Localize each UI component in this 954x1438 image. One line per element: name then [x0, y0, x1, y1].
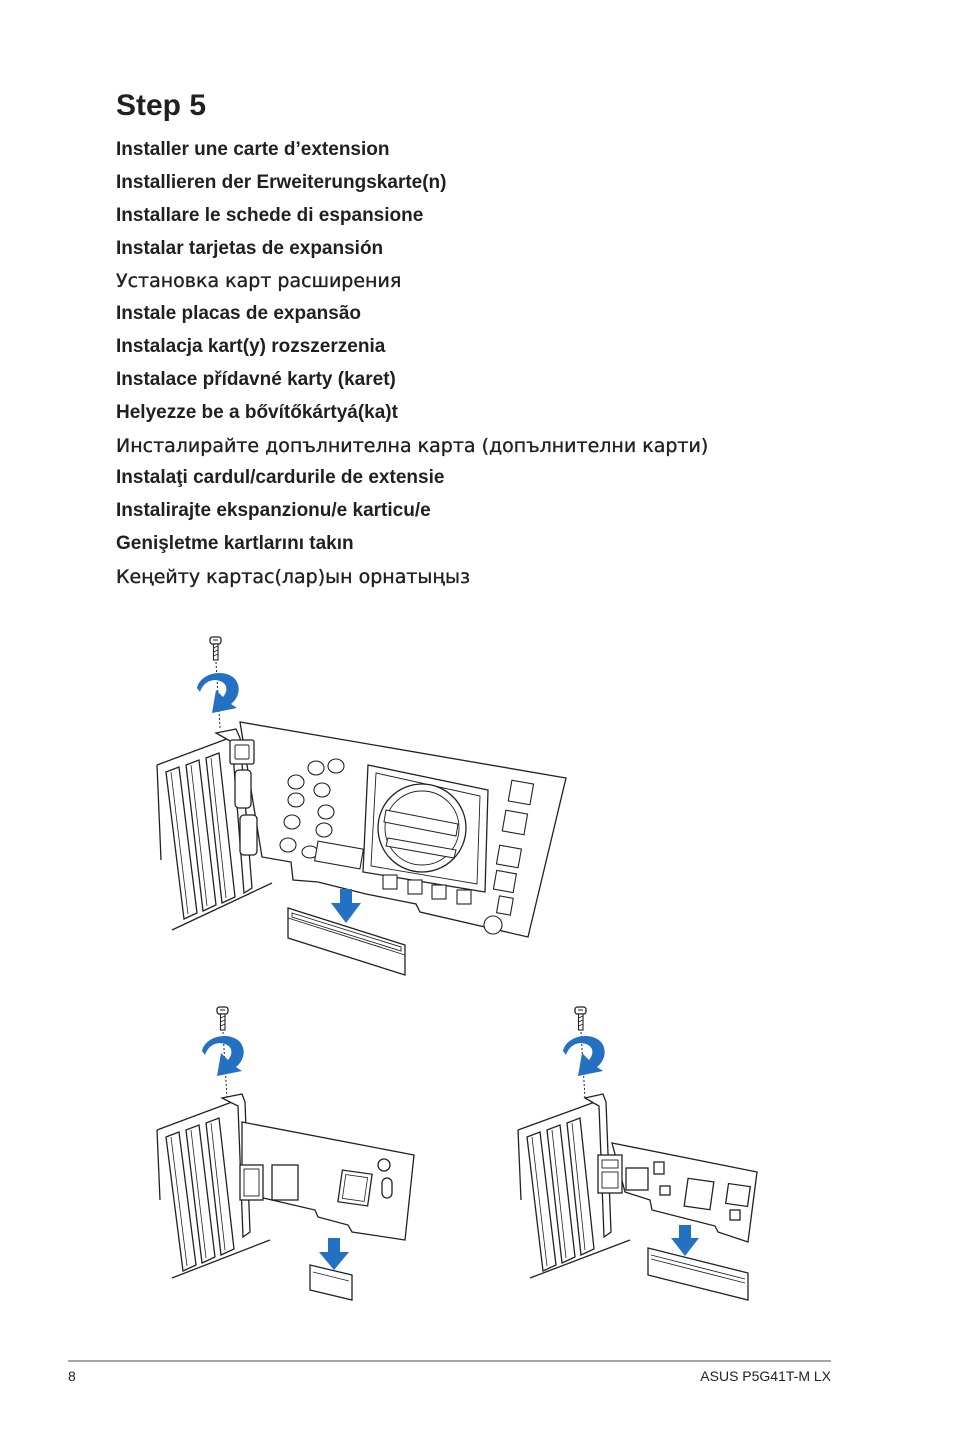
card-chip	[271, 1164, 299, 1201]
card-chip	[683, 1177, 715, 1211]
illustration-pcie-x1-card	[156, 1006, 415, 1301]
screw-icon	[216, 1006, 229, 1099]
down-arrow-icon	[319, 1238, 349, 1270]
footer-divider	[68, 1360, 831, 1362]
card-pcb	[611, 1142, 758, 1243]
pcie-x16-slot	[287, 907, 406, 976]
instruction-tr: Genişletme kartlarını takın	[116, 533, 354, 555]
card-chip	[724, 1182, 752, 1208]
rotate-arrow-icon	[563, 1036, 605, 1076]
instruction-hu: Helyezze be a bővítőkártyá(ka)t	[116, 401, 398, 423]
illustration-graphics-card	[156, 636, 567, 976]
card-bracket	[214, 728, 253, 895]
product-name: ASUS P5G41T-M LX	[700, 1368, 831, 1384]
illustration-expansion-card	[517, 1006, 758, 1301]
instruction-ro: Instalaţi cardul/cardurile de extensie	[116, 467, 445, 489]
instruction-sr: Instalirajte ekspanzionu/e karticu/e	[116, 500, 431, 522]
card-connector	[239, 814, 258, 856]
instruction-fr: Installer une carte d’extension	[116, 139, 390, 160]
graphics-card	[214, 721, 567, 938]
screw-icon	[209, 636, 222, 729]
pcie-x1-slot	[309, 1264, 353, 1301]
card-chip	[337, 1169, 373, 1207]
instruction-de: Installieren der Erweiterungskarte(n)	[116, 171, 447, 193]
instruction-cs: Instalace přídavné karty (karet)	[116, 368, 396, 390]
instruction-it: Installare le schede di espansione	[116, 204, 424, 226]
instruction-pt: Instale placas de expansão	[116, 303, 362, 325]
card-connector	[234, 769, 252, 809]
instruction-ru: Установка карт расширения	[116, 270, 402, 293]
rotate-arrow-icon	[197, 673, 239, 713]
card-connector	[239, 1164, 264, 1201]
memory-chips	[313, 779, 535, 935]
instruction-bg: Инсталирайте допълнителна карта (допълни…	[116, 434, 709, 457]
card-crystal	[381, 1177, 393, 1199]
instruction-list: Installer une carte d’extension Installi…	[116, 134, 876, 594]
card-connector	[597, 1154, 623, 1194]
card-chip	[625, 1167, 649, 1191]
chassis-slot-covers	[517, 1101, 631, 1279]
card-bracket	[220, 1093, 251, 1239]
card-bracket	[583, 1093, 612, 1239]
card-pcb	[241, 1121, 415, 1241]
screw-icon	[574, 1006, 587, 1099]
rotate-arrow-icon	[202, 1036, 244, 1076]
chassis-slot-covers	[156, 1101, 271, 1279]
heatsink	[362, 764, 489, 893]
expansion-card	[583, 1093, 758, 1243]
chassis-slot-covers	[156, 736, 273, 931]
instruction-pl: Instalacja kart(y) rozszerzenia	[116, 336, 386, 358]
expansion-card	[220, 1093, 415, 1241]
card-connector	[229, 739, 255, 765]
capacitors	[279, 758, 345, 859]
down-arrow-icon	[671, 1225, 699, 1256]
card-pcb	[239, 721, 567, 938]
instruction-kk: Кеңейту картас(лар)ын орнатыңыз	[116, 565, 471, 588]
instruction-es: Instalar tarjetas de expansión	[116, 237, 384, 259]
page-number: 8	[68, 1368, 76, 1384]
down-arrow-icon	[331, 889, 361, 923]
page-title: Step 5	[116, 89, 207, 122]
pcie-x16-slot	[647, 1247, 749, 1301]
